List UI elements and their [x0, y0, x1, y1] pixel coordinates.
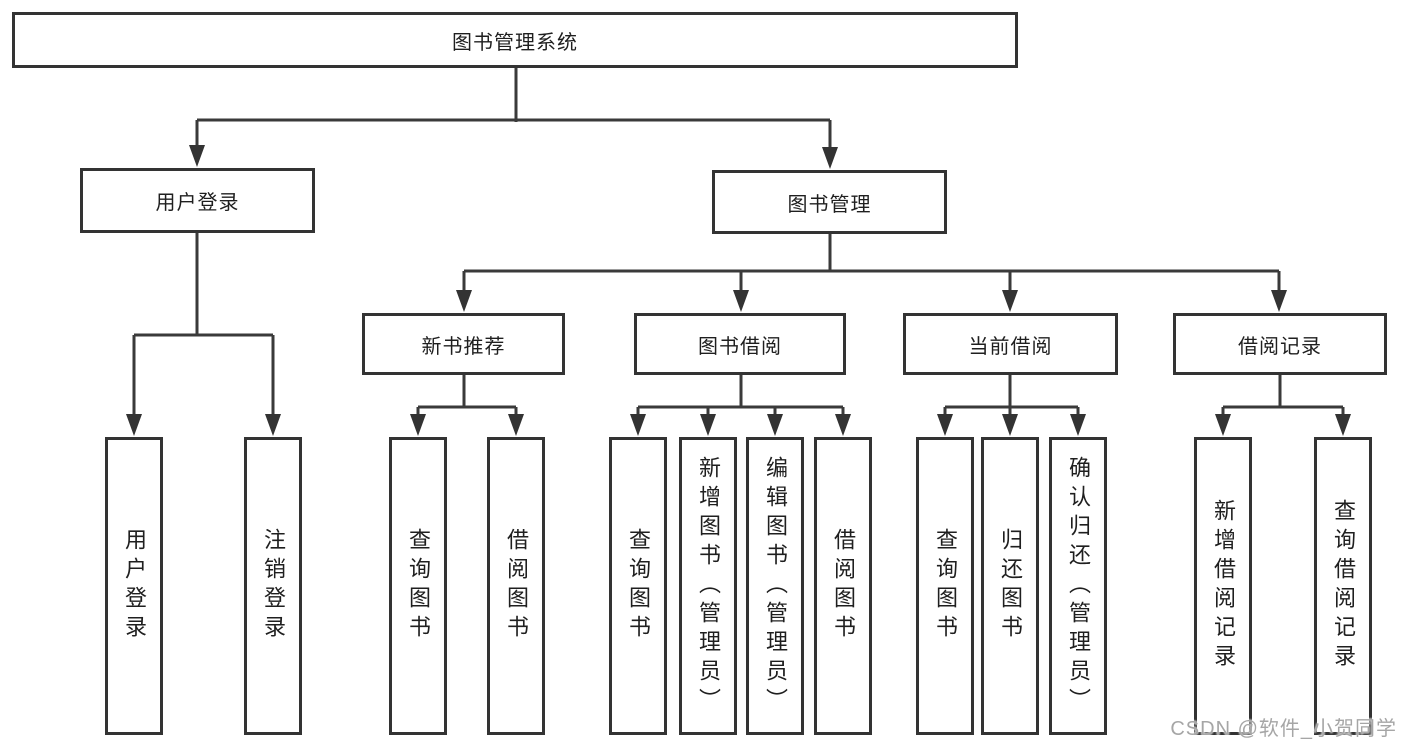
leaf-user-login: 用户登录 [105, 437, 163, 735]
leaf-recommend-borrow-book: 借阅图书 [487, 437, 545, 735]
node-book-borrowing: 图书借阅 [634, 313, 846, 375]
node-label: 图书借阅 [698, 335, 782, 358]
leaf-borrowing-query-book: 查询图书 [609, 437, 667, 735]
node-label: 新增图书（管理员） [696, 455, 721, 717]
node-label: 用户登录 [155, 192, 240, 214]
node-label: 查询图书 [626, 528, 651, 644]
node-label: 借阅图书 [504, 528, 529, 644]
node-label: 查询借阅记录 [1331, 499, 1356, 673]
node-label: 图书管理系统 [452, 31, 578, 54]
leaf-recommend-query-book: 查询图书 [389, 437, 447, 735]
leaf-edit-book-admin: 编辑图书（管理员） [746, 437, 804, 735]
node-label: 借阅图书 [831, 528, 856, 644]
node-label: 用户登录 [122, 528, 147, 644]
leaf-add-book-admin: 新增图书（管理员） [679, 437, 737, 735]
node-label: 编辑图书（管理员） [763, 455, 788, 717]
leaf-logout: 注销登录 [244, 437, 302, 735]
node-borrow-records: 借阅记录 [1173, 313, 1387, 375]
node-user-login: 用户登录 [80, 168, 315, 233]
node-label: 新书推荐 [421, 335, 506, 358]
node-label: 查询图书 [406, 528, 431, 644]
node-book-management: 图书管理 [712, 170, 947, 234]
node-label: 新增借阅记录 [1211, 499, 1236, 673]
leaf-current-query-book: 查询图书 [916, 437, 974, 735]
leaf-return-book: 归还图书 [981, 437, 1039, 735]
leaf-add-borrow-record: 新增借阅记录 [1194, 437, 1252, 735]
node-label: 注销登录 [261, 528, 286, 644]
node-label: 图书管理 [787, 193, 872, 216]
leaf-borrow-book: 借阅图书 [814, 437, 872, 735]
leaf-query-borrow-record: 查询借阅记录 [1314, 437, 1372, 735]
node-label: 确认归还（管理员） [1066, 455, 1091, 717]
node-label: 归还图书 [998, 528, 1023, 644]
node-label: 当前借阅 [968, 335, 1053, 358]
node-current-borrowing: 当前借阅 [903, 313, 1118, 375]
node-label: 借阅记录 [1238, 335, 1322, 358]
csdn-watermark: CSDN @软件_小贺同学 [1170, 718, 1397, 740]
leaf-confirm-return-admin: 确认归还（管理员） [1049, 437, 1107, 735]
node-library-system: 图书管理系统 [12, 12, 1018, 68]
node-label: 查询图书 [933, 528, 958, 644]
node-new-book-recommend: 新书推荐 [362, 313, 565, 375]
